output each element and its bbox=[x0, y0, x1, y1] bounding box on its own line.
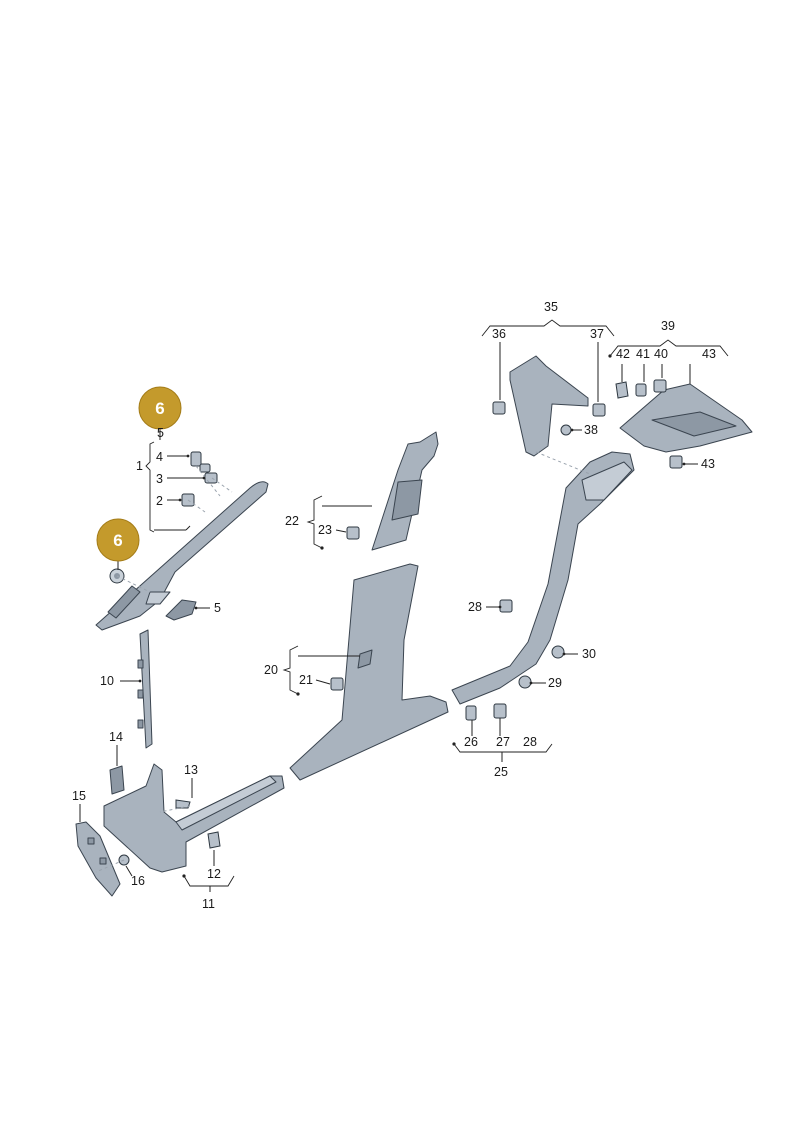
screw-part38 bbox=[560, 424, 572, 436]
rear-sill-part25 bbox=[451, 451, 635, 705]
callout-43-top: 43 bbox=[702, 347, 716, 361]
grille-cover-part5 bbox=[165, 599, 197, 621]
clip-part21 bbox=[330, 677, 344, 691]
callout-29: 29 bbox=[548, 676, 562, 690]
clip-part12 bbox=[207, 831, 221, 849]
leader-lines bbox=[79, 319, 729, 892]
callout-5-upper: 5 bbox=[157, 426, 164, 440]
callout-37: 37 bbox=[590, 327, 604, 341]
clip-part23 bbox=[346, 526, 360, 540]
clip-part28-rear bbox=[499, 599, 513, 613]
callout-30: 30 bbox=[582, 647, 596, 661]
clip-part26 bbox=[465, 705, 477, 721]
callout-22: 22 bbox=[285, 514, 299, 528]
callout-13: 13 bbox=[184, 763, 198, 777]
callout-1: 1 bbox=[136, 459, 143, 473]
clip-part36 bbox=[492, 401, 506, 415]
callout-35: 35 bbox=[544, 300, 558, 314]
sill-trim-part11 bbox=[103, 763, 285, 873]
clip-part4 bbox=[190, 451, 211, 473]
callout-36: 36 bbox=[492, 327, 506, 341]
callout-43-bottom: 43 bbox=[701, 457, 715, 471]
callout-11: 11 bbox=[202, 897, 215, 911]
b-pillar-lower-part20 bbox=[289, 563, 449, 781]
callout-42: 42 bbox=[616, 347, 630, 361]
b-pillar-upper-part22 bbox=[371, 431, 439, 551]
c-pillar-upper-part35 bbox=[509, 355, 589, 457]
callout-38: 38 bbox=[584, 423, 598, 437]
screw-part13 bbox=[175, 799, 191, 809]
rear-panel-part39 bbox=[619, 383, 753, 453]
callout-27: 27 bbox=[496, 735, 510, 749]
badge-upper-label: 6 bbox=[155, 399, 164, 418]
leader-tips bbox=[138, 428, 686, 685]
callout-5-lower: 5 bbox=[214, 601, 221, 615]
clip-part27 bbox=[493, 703, 507, 719]
a-pillar-trim bbox=[95, 481, 269, 631]
callout-3: 3 bbox=[156, 472, 163, 486]
clip-part43-lower bbox=[669, 455, 683, 469]
clip-part42 bbox=[615, 381, 629, 399]
bracket-part15 bbox=[75, 821, 121, 897]
callout-15: 15 bbox=[72, 789, 86, 803]
callout-28-right: 28 bbox=[523, 735, 537, 749]
callout-2: 2 bbox=[156, 494, 163, 508]
badge-lower: 6 bbox=[96, 518, 140, 562]
clip-part40 bbox=[653, 379, 667, 393]
callout-20: 20 bbox=[264, 663, 278, 677]
callout-4: 4 bbox=[156, 450, 163, 464]
callout-26: 26 bbox=[464, 735, 478, 749]
callout-28-left: 28 bbox=[468, 600, 482, 614]
callout-16: 16 bbox=[131, 874, 145, 888]
callout-25: 25 bbox=[494, 765, 508, 779]
callout-41: 41 bbox=[636, 347, 650, 361]
screw-part30 bbox=[551, 645, 565, 659]
clip-part14 bbox=[109, 765, 125, 795]
leader-dots bbox=[182, 354, 612, 878]
clip-part41 bbox=[635, 383, 647, 397]
callout-14: 14 bbox=[109, 730, 123, 744]
clip-part37 bbox=[592, 403, 606, 417]
assembly-lines bbox=[95, 451, 591, 873]
badge-lower-label: 6 bbox=[113, 531, 122, 550]
clip-part3 bbox=[204, 472, 218, 484]
plug-part29 bbox=[518, 675, 532, 689]
callout-labels: 5 4 1 3 2 5 10 14 13 15 16 12 11 22 23 2… bbox=[72, 300, 716, 911]
callout-10: 10 bbox=[100, 674, 114, 688]
callout-12: 12 bbox=[207, 867, 221, 881]
callout-21: 21 bbox=[299, 673, 313, 687]
callout-39: 39 bbox=[661, 319, 675, 333]
callout-40: 40 bbox=[654, 347, 668, 361]
strip-part10 bbox=[137, 629, 153, 749]
badge-upper: 6 bbox=[138, 386, 182, 430]
callout-23: 23 bbox=[318, 523, 332, 537]
